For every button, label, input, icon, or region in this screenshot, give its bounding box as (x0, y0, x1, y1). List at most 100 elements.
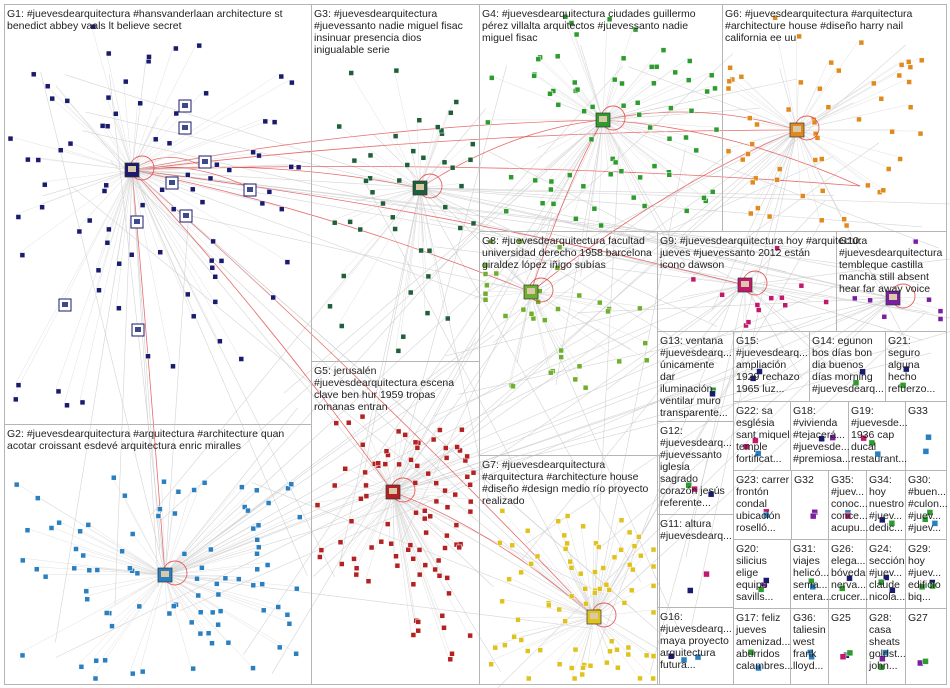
gray-edge (313, 129, 798, 577)
member-edge (587, 616, 595, 664)
group-label-line: amenizad... (736, 636, 790, 648)
member-edge (164, 507, 246, 576)
group-label-line: G21: (888, 335, 911, 347)
member-edge (530, 291, 584, 386)
vertex-node (375, 460, 381, 466)
vertex-node (83, 588, 90, 594)
member-edge (164, 574, 216, 623)
vertex-node (558, 347, 564, 354)
member-edge (164, 537, 255, 576)
member-edge (164, 574, 219, 609)
vertex-node (748, 210, 754, 217)
vertex-node (611, 76, 618, 83)
gray-edge (131, 169, 335, 577)
vertex-node (286, 621, 293, 627)
vertex-node (571, 675, 578, 682)
vertex-node (152, 136, 159, 143)
group-label-line: #juevesdearq... (660, 623, 732, 635)
vertex-node (688, 108, 695, 114)
member-edge (573, 31, 604, 121)
vertex-node (554, 265, 561, 271)
vertex-node (99, 123, 106, 129)
gray-edge (521, 284, 746, 560)
vertex-node (580, 523, 586, 530)
vertex-node (625, 651, 632, 658)
group-label-line: G2: #juevesdearquitectura #arquitectura … (7, 428, 284, 440)
vertex-node (190, 665, 196, 672)
vertex-node (743, 443, 750, 450)
member-edge (766, 129, 798, 215)
vertex-node (517, 238, 524, 245)
group-label-line: frank (793, 648, 817, 660)
member-edge (548, 119, 604, 180)
group-label-line: pérez villalta arquitectos #juevessanto … (482, 20, 688, 32)
group-label-line: maya proyecto (660, 635, 729, 647)
gray-edge (685, 284, 746, 557)
vertex-node (643, 652, 650, 659)
vertex-node (139, 202, 146, 208)
group-label-line: nicola... (869, 591, 905, 603)
vertex-node (878, 578, 885, 586)
vertex-node (384, 521, 391, 527)
vertex-node (683, 208, 690, 214)
gray-edge (744, 258, 950, 286)
member-edge (367, 175, 421, 189)
group-labels-layer: G1: #juevesdearquitectura #hansvanderlaa… (7, 8, 948, 672)
group-label-g4: G4: #juevesdearquitectura ciudades guill… (482, 8, 696, 44)
vertex-node (756, 368, 763, 375)
member-edge (337, 491, 394, 540)
vertex-node (578, 570, 584, 577)
vertex-node (878, 664, 885, 671)
vertex-node (415, 619, 421, 625)
vertex-node (250, 149, 256, 156)
member-edge (55, 169, 133, 389)
member-edge (164, 574, 285, 613)
vertex-node (666, 172, 673, 178)
vertex-node (209, 640, 215, 646)
featured-node-image (183, 213, 189, 218)
vertex-node (270, 294, 276, 301)
vertex-node (650, 583, 657, 589)
vertex-node (39, 204, 45, 210)
gray-edge (131, 116, 158, 171)
vertex-node (407, 542, 414, 548)
vertex-node (453, 522, 460, 528)
vertex-node (432, 566, 438, 573)
member-edge (357, 187, 421, 228)
vertex-node (170, 206, 177, 212)
vertex-node (467, 482, 473, 488)
vertex-node (880, 187, 887, 194)
member-edge (602, 64, 655, 121)
vertex-node (605, 308, 611, 315)
member-edge (332, 482, 394, 493)
group-label-g5: G5: jerusalén#juevesdearquitectura escen… (314, 365, 454, 413)
vertex-node (410, 148, 417, 154)
gray-edge (530, 156, 834, 293)
vertex-node (763, 577, 770, 584)
vertex-node (881, 314, 888, 320)
vertex-node (161, 478, 167, 485)
vertex-node (445, 315, 451, 322)
vertex-node (441, 625, 447, 631)
vertex-node (78, 664, 85, 670)
vertex-node (572, 646, 579, 653)
gray-edge (433, 284, 746, 417)
vertex-node (648, 64, 655, 70)
group-label-line: G15: (736, 335, 759, 347)
member-edge (602, 119, 711, 190)
vertex-node (693, 147, 699, 154)
vertex-node (838, 585, 846, 592)
member-edge (164, 489, 177, 576)
member-edge (164, 481, 289, 576)
member-edge (796, 129, 801, 194)
vertex-node (567, 172, 573, 178)
vertex-node (528, 311, 535, 317)
member-edge (164, 574, 287, 622)
gray-edge (493, 129, 798, 343)
group-label-line: refuerzo... (888, 383, 935, 395)
group-label-line: G23: carrer (736, 474, 790, 486)
vertex-node (127, 565, 133, 571)
